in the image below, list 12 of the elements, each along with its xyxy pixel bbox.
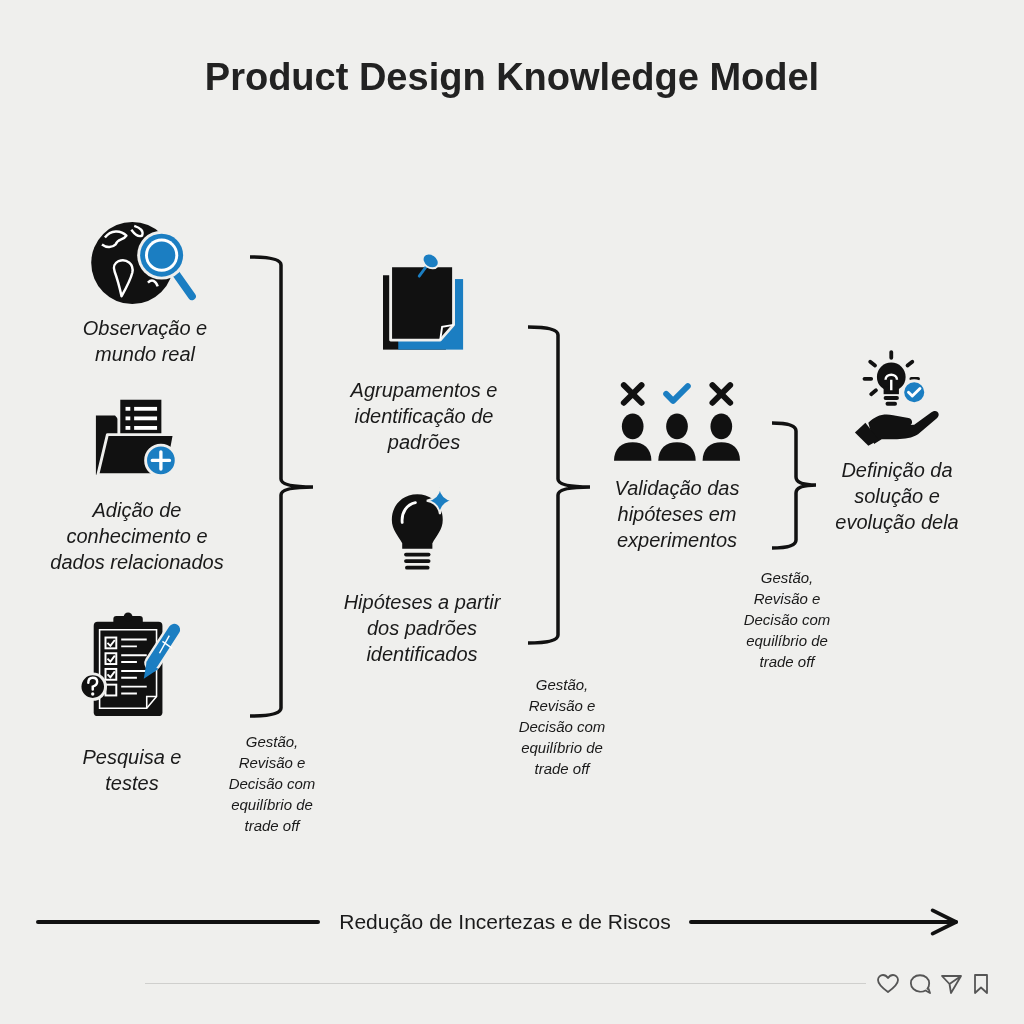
annotation-text: Gestão, Revisão e Decisão com equilíbrio de trade off bbox=[742, 568, 832, 672]
step-label: Definição da solução e evolução dela bbox=[834, 458, 960, 535]
step-label: Adição de conhecimento e dados relacionados bbox=[49, 498, 225, 575]
step-label: Hipóteses a partir dos padrões identificados bbox=[342, 590, 502, 667]
annotation-text: Gestão, Revisão e Decisão com equilíbrio de trade off bbox=[517, 675, 607, 779]
step-label: Pesquisa e testes bbox=[81, 745, 183, 796]
title: Product Design Knowledge Model bbox=[203, 56, 821, 99]
annotation-text: Gestão, Revisão e Decisão com equilíbrio de trade off bbox=[227, 732, 317, 836]
step-label: Observação e mundo real bbox=[81, 316, 209, 367]
arrow-label: Redução de Incertezas e de Riscos bbox=[338, 909, 672, 935]
step-label: Validação das hipóteses em experimentos bbox=[613, 476, 741, 553]
step-label: Agrupamentos e identificação de padrões bbox=[348, 378, 499, 455]
